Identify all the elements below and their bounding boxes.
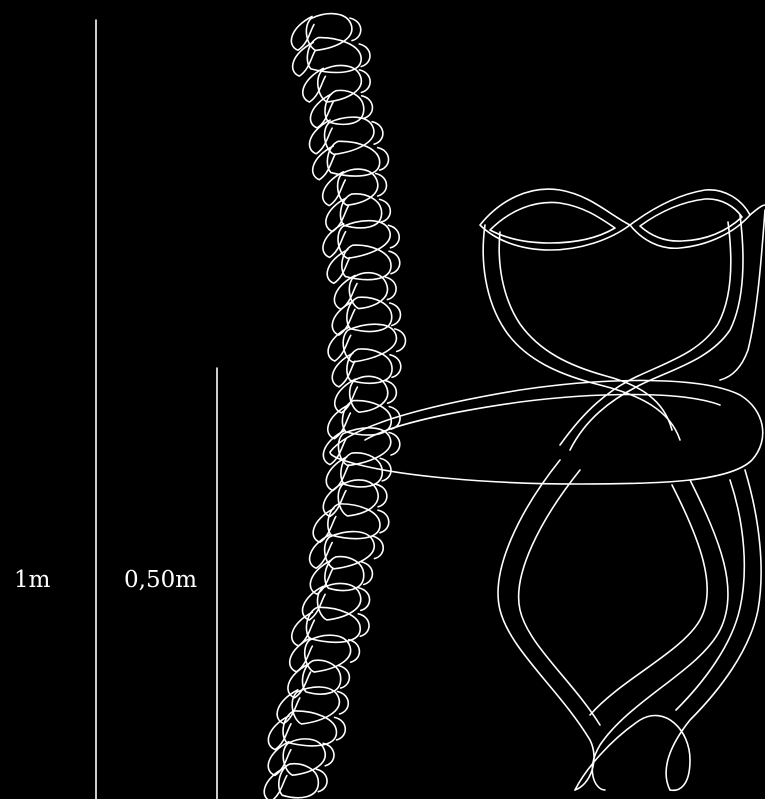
right-upper-strand [570, 215, 743, 450]
lower-left-leg-outer [498, 460, 594, 790]
column-segment-flap [292, 612, 315, 646]
lower-crossing-loop [575, 716, 690, 791]
twisted-loop-figure [330, 189, 765, 790]
left-upper-strand [483, 225, 680, 440]
lower-left-leg-inner [519, 470, 600, 725]
segmented-column [264, 9, 405, 799]
top-twist-tail [750, 205, 765, 215]
column-segment [305, 35, 364, 78]
column-segment-flap [264, 768, 287, 799]
scale-label-1m: 1m [14, 569, 50, 592]
top-twist-right-inner [640, 199, 742, 241]
scale-label-050m: 0,50m [124, 569, 197, 592]
lower-right-far-strand [666, 470, 761, 790]
lower-right-leg-inner [590, 485, 707, 715]
column-segment-flap [313, 146, 336, 180]
top-twist-right [630, 190, 750, 248]
right-upper-strand-inner [560, 222, 731, 445]
top-twist-left-inner [490, 202, 615, 243]
left-upper-strand-inner [499, 232, 672, 430]
horizontal-lobe [330, 380, 763, 484]
lower-right-leg-outer [592, 480, 728, 790]
column-segment-flap [327, 250, 350, 284]
